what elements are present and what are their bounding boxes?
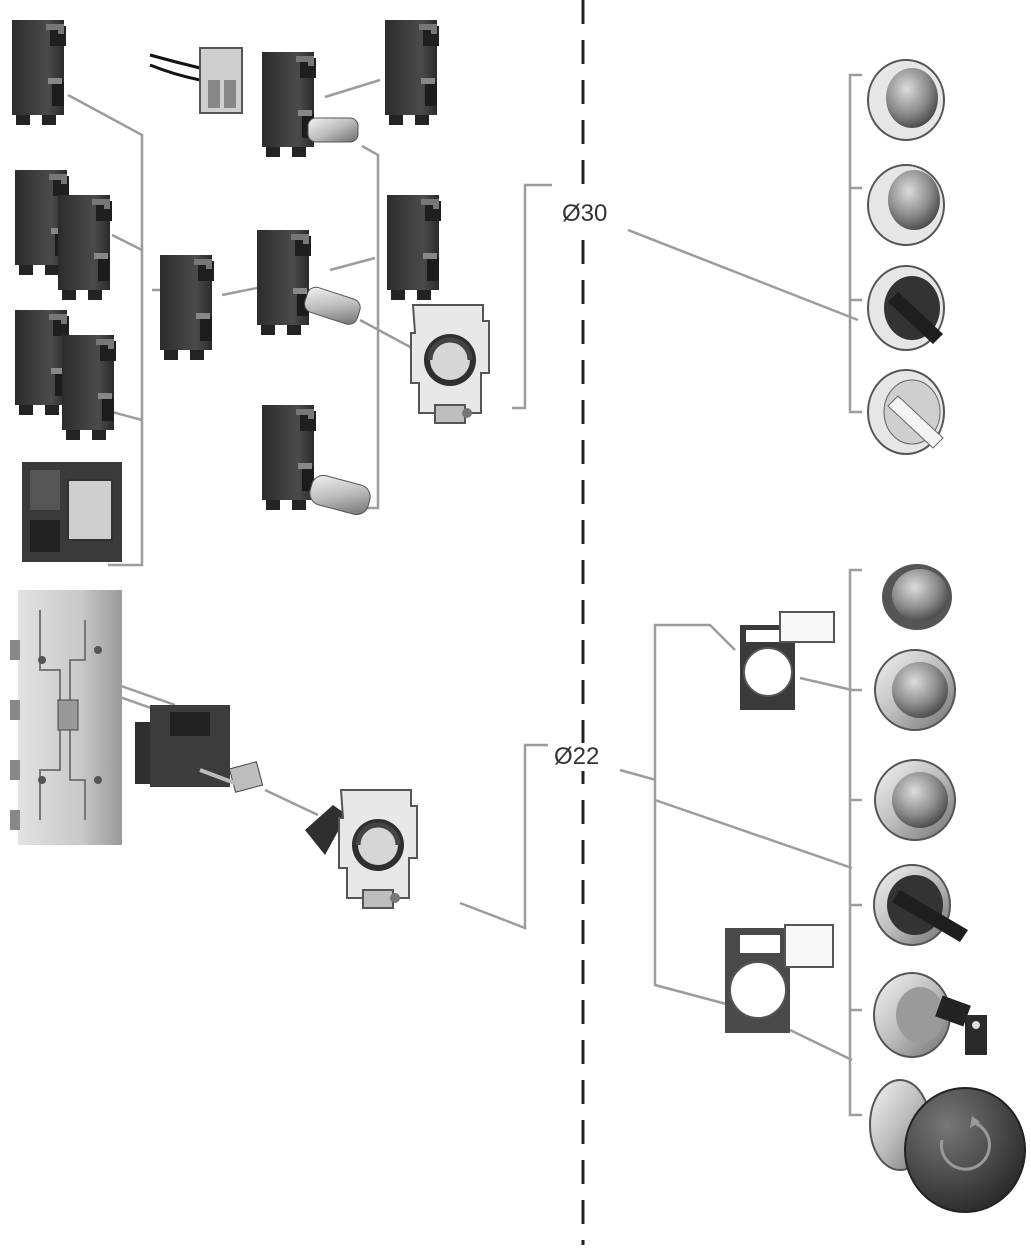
contact-block-stack-1 (15, 170, 112, 300)
key-selector-22mm (873, 972, 987, 1058)
light-block-bottom (262, 405, 371, 516)
pushbutton-guarded-22mm (874, 649, 956, 731)
connection-lines (67, 73, 862, 1117)
pushbutton-flush-22mm (882, 564, 952, 630)
diameter-30-label: Ø30 (560, 200, 610, 228)
selector-switch-dark-30mm (867, 265, 945, 351)
contact-block-spring-terminal (22, 462, 122, 562)
diameter-22-label: Ø22 (552, 743, 602, 771)
wired-connector (149, 47, 243, 114)
light-block-middle (257, 230, 361, 335)
contact-block-right (387, 195, 441, 300)
pushbutton-extended-22mm (874, 759, 956, 841)
light-block-top (262, 52, 359, 157)
collar-30mm (411, 305, 489, 423)
printed-circuit-board (10, 590, 122, 845)
contact-block-center (160, 255, 214, 360)
legend-holder-lower (725, 924, 834, 1033)
pcb-contact-block (135, 705, 264, 793)
emergency-stop-22mm (869, 1079, 1026, 1213)
contact-block-top-right (385, 20, 439, 125)
pushbutton-flush-30mm (867, 59, 945, 141)
collar-22mm (305, 790, 417, 908)
pushbutton-extended-30mm (867, 164, 945, 246)
selector-switch-light-30mm (867, 369, 945, 455)
legend-holder-upper (740, 611, 835, 710)
contact-block-top-left (12, 20, 66, 125)
selector-switch-22mm (873, 864, 968, 946)
contact-block-stack-2 (15, 310, 116, 440)
